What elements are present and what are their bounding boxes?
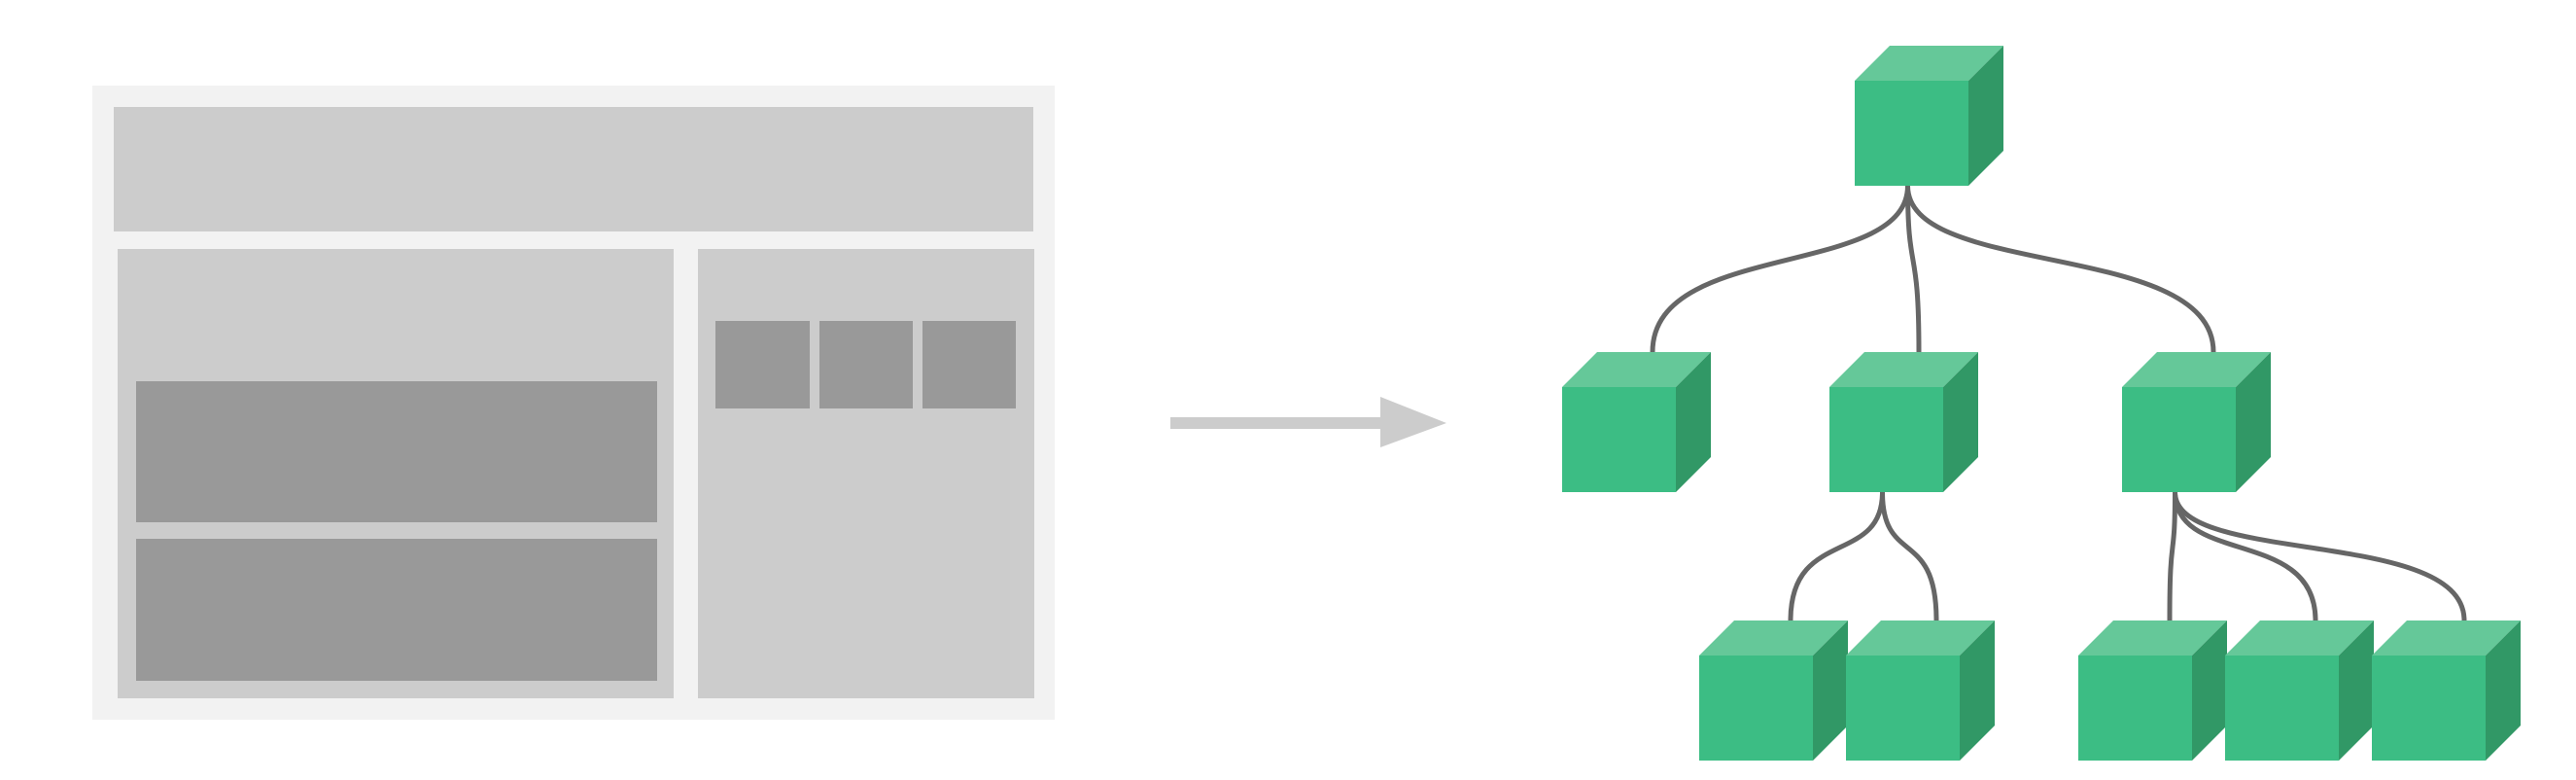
component-cube: [1829, 352, 1978, 492]
tree-link: [1905, 185, 2216, 353]
tree-links: [1650, 185, 2467, 621]
component-cube: [2122, 352, 2271, 492]
wireframe-sidebar-tile: [922, 321, 1016, 408]
component-cube: [2225, 620, 2374, 761]
component-cube: [1699, 620, 1848, 761]
tree-link: [1905, 185, 1922, 353]
tree-link: [2167, 491, 2177, 621]
wireframe-content-block: [136, 381, 657, 522]
wireframe-header: [114, 107, 1033, 231]
tree-nodes: [1562, 46, 2521, 761]
tree-link: [1788, 491, 1885, 621]
tree-link: [2173, 491, 2318, 621]
component-cube: [2078, 620, 2227, 761]
arrow-head: [1380, 397, 1446, 447]
wireframe-content-block: [136, 539, 657, 681]
wireframe-sidebar-tile: [819, 321, 913, 408]
root-component-cube: [1855, 46, 2003, 186]
tree-link: [2173, 491, 2467, 621]
wireframe-sidebar-tile: [715, 321, 810, 408]
component-cube: [1846, 620, 1995, 761]
component-cube: [2372, 620, 2521, 761]
tree-link: [1880, 491, 1939, 621]
component-cube: [1562, 352, 1711, 492]
tree-link: [1650, 185, 1910, 353]
